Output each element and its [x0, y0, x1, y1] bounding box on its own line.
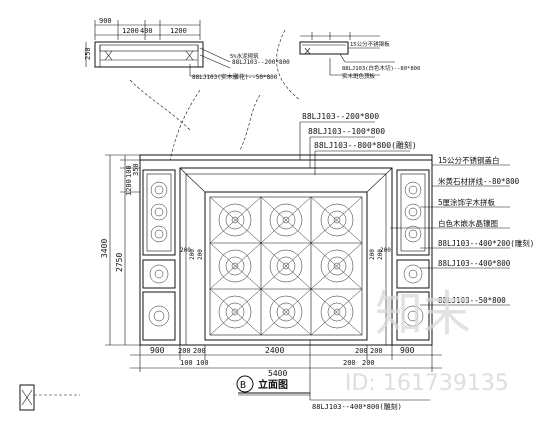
section-detail-left: 900 1200 400 1200 250 88LJ103--200*800 5… [84, 17, 290, 81]
bottom-note: 88LJ103--400*800(雕刻) [312, 402, 402, 411]
left-dimensions: 100 350 1200 3400 2750 [100, 154, 140, 346]
bottom-dim-100-b: 100 [196, 359, 209, 367]
right-column-carving [402, 181, 424, 327]
detail-right-callout-3: 实木斑色顶板 [342, 72, 376, 80]
main-elevation: 200 200 200 200 200 200 [139, 154, 433, 346]
inner-dim-2: 200 [189, 249, 196, 260]
section-detail-right: 15公分不锈钢板 88LJ103(白色木切)--80*800 实木斑色顶板 [299, 32, 420, 80]
left-dim-100: 100 [125, 165, 133, 178]
right-callout-7: 88LJ103--50*800 [438, 296, 506, 305]
detail-dim-2: 1200 [122, 27, 139, 35]
right-callout-6: 88LJ103--400*800 [438, 259, 511, 268]
detail-right-callout-2: 88LJ103(白色木切)--80*800 [342, 64, 420, 72]
bottom-dim-2400: 2400 [265, 346, 284, 355]
detail-dim-side: 250 [84, 47, 92, 60]
right-callout-5: 88LJ103--400*200(雕刻) [438, 238, 534, 248]
central-carved-panel [209, 196, 363, 336]
bottom-dim-200-f: 200 [362, 359, 375, 367]
left-dim-1200: 1200 [125, 179, 133, 196]
bottom-dim-200-a: 200 [178, 347, 191, 355]
right-callout-4: 白色木嵌水晶镶图 [438, 218, 498, 228]
detail-dim-1: 900 [99, 17, 112, 25]
left-dim-3400: 3400 [100, 239, 109, 258]
bottom-dim-200-b: 200 [193, 347, 206, 355]
detail-callout-1: 88LJ103--200*800 [232, 59, 290, 66]
top-callouts: 88LJ103--200*800 88LJ103--100*800 88LJ10… [299, 112, 417, 175]
watermark: 知末 ID: 161739135 [345, 286, 509, 396]
bottom-left-detail [19, 384, 80, 411]
right-callout-1: 15公分不锈钢盖白 [438, 155, 500, 165]
detail-dim-3: 400 [140, 27, 153, 35]
bottom-dim-900-right: 900 [400, 346, 415, 355]
leader-curve-2 [239, 94, 261, 151]
bottom-dim-total: 5400 [268, 369, 287, 378]
view-title-mark: B [240, 380, 246, 391]
right-callout-2: 米黄石材拼线--80*800 [438, 176, 520, 186]
view-title: B 立面图 [236, 375, 310, 396]
detail-right-callout-1: 15公分不锈钢板 [350, 40, 390, 48]
inner-dim-3: 200 [369, 249, 376, 260]
left-column-carving [148, 181, 170, 327]
leader-curve-1 [129, 79, 191, 131]
inner-dim-5: 200 [180, 247, 191, 254]
bottom-dim-200-c: 200 [355, 347, 368, 355]
bottom-dim-200-e: 200 [343, 359, 356, 367]
watermark-brand: 知末 [375, 286, 471, 342]
detail-callout-3: 88LJ103(实木雕花)--50*800 [192, 73, 278, 81]
detail-dim-4: 1200 [170, 27, 187, 35]
inner-dim-6: 200 [380, 247, 391, 254]
right-callout-3: 5厘涂饰字木拼板 [438, 197, 496, 207]
watermark-id: ID: 161739135 [345, 371, 509, 396]
bottom-dim-900-left: 900 [150, 346, 165, 355]
detail-callout-2: 5%水泥砌筑 [230, 52, 259, 60]
view-title-circle [236, 375, 254, 393]
inner-dim-4: 200 [377, 249, 384, 260]
leader-curve-3 [169, 89, 201, 161]
bottom-dimensions: 900 200 200 2400 200 200 900 100 100 200… [130, 340, 442, 411]
inner-dim-1: 200 [197, 249, 204, 260]
bottom-dim-200-d: 200 [370, 347, 383, 355]
top-callout-1: 88LJ103--200*800 [302, 112, 379, 121]
left-dim-350: 350 [132, 163, 140, 176]
left-dim-2750: 2750 [115, 253, 124, 272]
bottom-dim-100-a: 100 [180, 359, 193, 367]
top-callout-3: 88LJ103--800*800(雕刻) [314, 140, 417, 150]
view-title-text: 立面图 [258, 378, 288, 391]
right-callouts: 15公分不锈钢盖白 米黄石材拼线--80*800 5厘涂饰字木拼板 白色木嵌水晶… [390, 155, 534, 306]
top-callout-2: 88LJ103--100*800 [308, 127, 385, 136]
leader-curve-4 [276, 29, 301, 101]
